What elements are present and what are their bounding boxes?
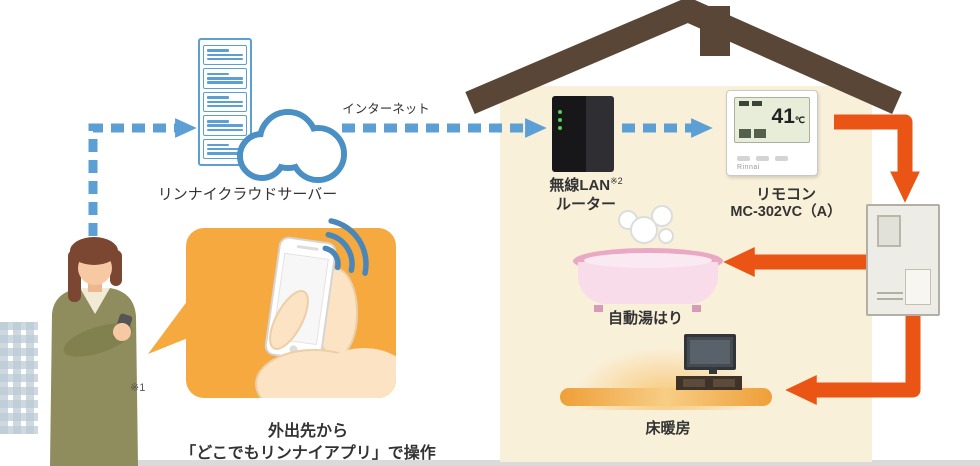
bathtub-body (578, 262, 718, 304)
bathtub-water (584, 253, 712, 268)
steam-icon (618, 205, 674, 244)
woman-hair-side (68, 250, 81, 302)
server-rack-unit (203, 44, 247, 66)
label-router: ルーター (555, 196, 616, 213)
wifi-router-icon (552, 96, 614, 172)
woman-hair-top (70, 237, 118, 265)
label-app-line2: 「どこでもリンナイアプリ」で操作 (180, 445, 436, 462)
heated-floor (560, 388, 772, 406)
remote-temp-unit: ℃ (794, 115, 805, 125)
chimney (700, 6, 730, 56)
wifi-signal-icon (322, 218, 369, 276)
cloud-icon (237, 109, 347, 183)
label-note2: ※2 (610, 176, 623, 186)
remote-control-device: 41℃ Rinnai (726, 90, 818, 176)
heater-slot (877, 292, 903, 294)
server-rack-unit (203, 68, 247, 89)
label-wireless-lan: 無線LAN※2 (534, 174, 638, 195)
hand-with-phone (255, 236, 396, 398)
heater-panel (905, 269, 931, 305)
hand-thumb (269, 290, 309, 350)
woman-figure (50, 237, 138, 466)
tv-icon (684, 334, 736, 374)
remote-buttons (737, 156, 788, 161)
hand-wrist (312, 348, 396, 398)
server-rack-unit (203, 91, 247, 113)
label-floor-heating: 床暖房 (645, 420, 691, 437)
label-remote: リモコン (755, 186, 816, 203)
tv-stand (709, 367, 717, 374)
woman-hand (113, 323, 131, 341)
arrow-phone-to-server (88, 118, 197, 236)
tv-screen (690, 340, 730, 364)
router-led (558, 110, 562, 114)
label-bath: 自動湯はり (607, 310, 683, 327)
cloud-server-icon (198, 38, 252, 166)
label-remote-model: MC-302VC（A） (730, 204, 842, 220)
bathtub-foot (594, 305, 603, 312)
remote-screen: 41℃ (734, 97, 810, 143)
remote-screen-icons (739, 129, 766, 138)
remote-temperature: 41℃ (772, 106, 805, 127)
heater-slot (877, 298, 903, 300)
label-internet: インターネット (342, 102, 430, 116)
remote-screen-status-bars (739, 101, 762, 106)
server-rack-unit (203, 115, 247, 136)
label-app-line1: 外出先から (267, 423, 348, 440)
bottom-divider (88, 460, 980, 466)
tv-cabinet (676, 376, 742, 390)
woman-shirt (80, 288, 110, 314)
bathtub (570, 200, 730, 312)
remote-temp-value: 41 (771, 105, 795, 128)
router-led (558, 126, 562, 130)
router-led (558, 118, 562, 122)
label-wireless-lan-text: 無線LAN (549, 177, 611, 194)
label-cloud-server: リンナイクラウドサーバー (157, 186, 338, 203)
app-speech-bubble (186, 228, 396, 398)
bathtub-foot (692, 305, 701, 312)
building-backdrop-left (0, 322, 38, 434)
bubble-tail (148, 300, 188, 354)
heater-vent (877, 215, 901, 247)
water-heater-unit (866, 204, 940, 316)
remote-brand: Rinnai (737, 164, 760, 171)
label-note1: ※1 (130, 382, 146, 394)
